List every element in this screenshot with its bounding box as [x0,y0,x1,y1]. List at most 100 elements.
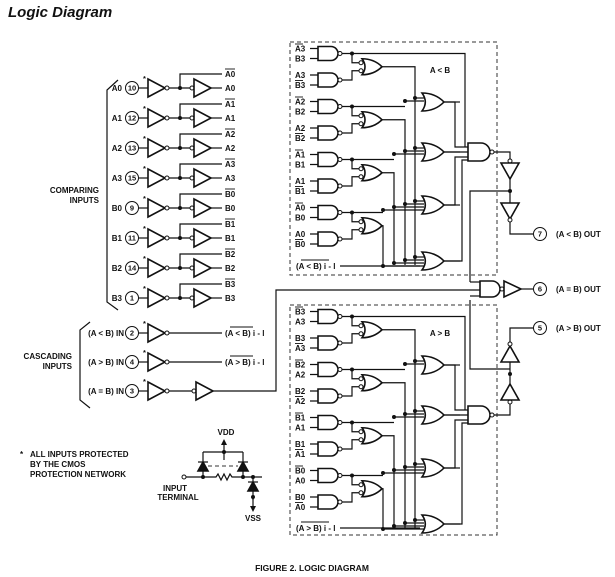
inversion-bubble [358,482,364,488]
or-gate-icon [360,216,384,235]
true-output-label: B2 [225,264,236,273]
pin-number: 5 [538,324,542,333]
nand-gate-icon [317,125,339,141]
pin-number: 13 [128,144,136,153]
nand-gate-icon [317,467,339,484]
protection-star: * [143,194,146,203]
junction-dot [381,264,385,268]
gate-input-label: A3 [295,318,306,327]
gate-input-label: B0 [295,240,306,249]
nand-gate-icon [317,151,339,168]
gate-input-label: B0 [295,493,306,502]
input-name: B0 [112,204,123,213]
inversion-bubble [358,174,364,180]
gate-input-label: B0 [295,467,306,476]
gate-input-label: A2 [295,124,306,133]
output-buffer-icon [193,77,213,99]
inversion-bubble [337,104,343,109]
junction-dot [403,412,407,416]
comparing-bracket [106,79,119,311]
inversion-bubble [358,219,364,225]
complement-output-label: B2 [225,250,236,259]
inversion-bubble [358,331,364,337]
inversion-bubble [337,367,343,372]
input-inverter-icon [147,107,167,129]
pin-number-circle [533,227,547,241]
input-inverter-icon [147,227,167,249]
or-gate-icon [420,405,446,425]
or-gate-icon [360,426,384,445]
true-output-label: B3 [225,294,236,303]
protection-network: VDD INPUT TERMINAL VSS [157,428,262,523]
complement-output-label: A1 [225,100,236,109]
junction-dot [413,518,417,522]
a-less-than-b-block [289,41,498,276]
input-inverter-icon [147,77,167,99]
gate-input-label: B3 [295,334,306,343]
true-output-label: A1 [225,114,236,123]
junction-dot [392,468,396,472]
inversion-bubble [337,183,343,189]
gate-input-label: B2 [295,134,306,143]
inversion-bubble [164,205,170,211]
gate-input-label: B1 [295,414,306,423]
protection-star: * [143,104,146,113]
protection-note-star: * [20,450,24,459]
nand-gate-icon [317,388,339,404]
output-buffer-icon [499,202,521,221]
input-inverter-icon [147,167,167,189]
cascading-input-name: (A < B) IN [88,329,124,338]
gate-input-label: B1 [295,161,306,170]
gate-input-label: A0 [295,503,306,512]
equal-cascade-wire [213,289,480,392]
junction-dot [392,524,396,528]
cascade-input-label: (A > B) i - l [296,524,335,533]
input-inverter-icon [147,287,167,309]
diode-icon [236,460,250,472]
inversion-bubble [358,437,364,443]
input-inverter-icon [147,380,167,402]
junction-dot [413,462,417,466]
pin-number: 14 [128,264,137,273]
junction-dot [413,409,417,413]
true-output-label: B1 [225,234,236,243]
inversion-bubble [164,145,170,151]
gate-input-label: A0 [295,230,306,239]
junction-dot [392,415,396,419]
gate-input-label: A1 [295,151,306,160]
junction-dot [403,149,407,153]
a-less-than-b-output-label: (A < B) OUT [556,230,601,239]
nand-gate-icon [317,414,339,431]
inversion-bubble [164,388,170,394]
inversion-bubble [164,175,170,181]
input-inverter-icon [147,351,167,373]
pin-number: 12 [128,114,136,123]
gate-input-label: B0 [295,214,306,223]
pin-number: 6 [538,285,542,294]
input-name: A3 [112,174,123,183]
junction-dot [403,465,407,469]
inversion-bubble [337,393,343,399]
inversion-bubble [358,113,364,119]
inversion-bubble [358,68,364,74]
protection-star: * [143,164,146,173]
nand-gate-icon [317,72,339,88]
a-greater-than-b-logic: A > BB3A3B3A3B2A2B2A2B1A1B1A1B0A0B0A0(A … [295,306,495,534]
junction-dot [403,258,407,262]
junction-dot [403,202,407,206]
inversion-bubble [358,376,364,382]
gate-input-label: A3 [295,71,306,80]
protection-star: * [143,377,146,386]
gate-input-label: B1 [295,187,306,196]
diode-icon [246,480,260,492]
cascade-input-label: (A < B) i - l [296,262,335,271]
inversion-bubble [164,115,170,121]
inversion-bubble [164,359,170,365]
